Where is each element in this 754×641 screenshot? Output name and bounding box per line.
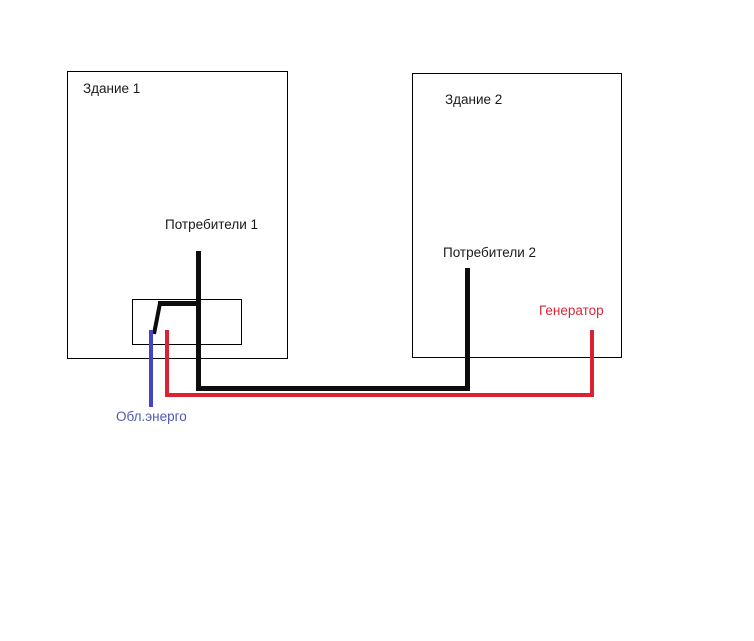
- consumers1-label: Потребители 1: [165, 217, 259, 232]
- grid-supply-line: [149, 330, 153, 407]
- switch-contact-segment: [158, 301, 201, 306]
- consumers2-label: Потребители 2: [443, 245, 537, 260]
- generator-line-right-riser: [590, 330, 594, 397]
- interbuilding-bus-line: [196, 386, 470, 391]
- transfer-switch-box: [132, 299, 242, 345]
- consumers1-feed-line: [196, 251, 201, 391]
- generator-label: Генератор: [539, 303, 604, 318]
- building2-outline: [412, 73, 622, 358]
- generator-line-left-riser: [165, 330, 169, 397]
- building1-outline: [67, 71, 288, 359]
- building1-label: Здание 1: [83, 81, 141, 96]
- building2-label: Здание 2: [445, 92, 503, 107]
- grid-supply-label: Обл.энерго: [116, 409, 187, 424]
- generator-line-horizontal: [165, 393, 594, 397]
- consumers2-feed-line: [465, 268, 470, 391]
